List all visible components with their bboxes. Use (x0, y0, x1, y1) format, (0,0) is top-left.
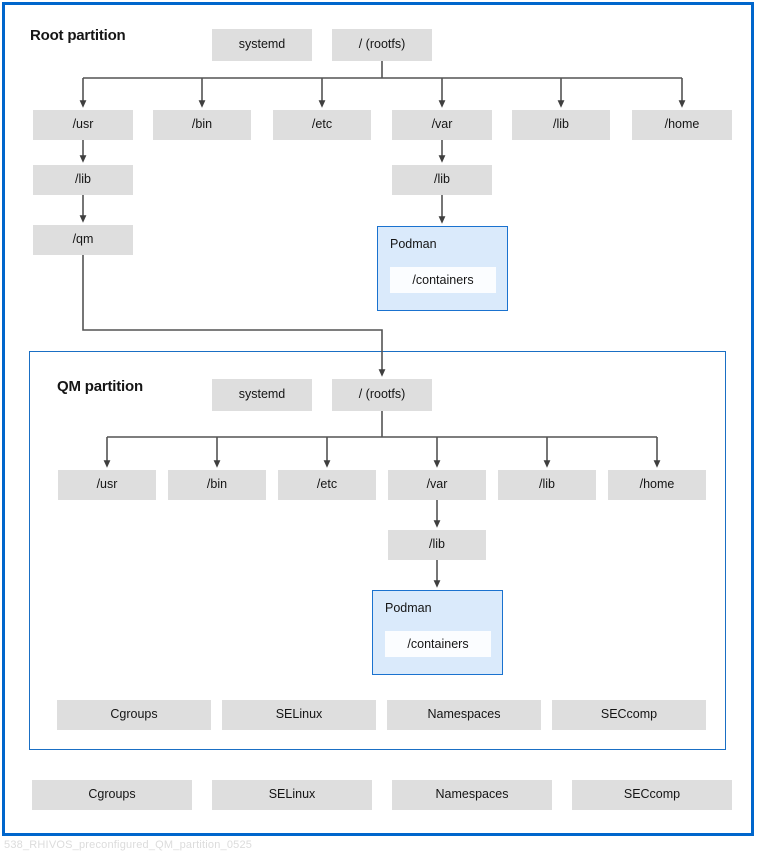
outer-frame (2, 2, 754, 836)
root-podman-label: Podman (390, 237, 437, 251)
qm-partition-title: QM partition (57, 378, 143, 395)
qm-containers-node: /containers (385, 631, 491, 657)
qm-dir-etc: /etc (278, 470, 376, 500)
qm-node-rootfs: / (rootfs) (332, 379, 432, 411)
qm-dir-lib: /lib (498, 470, 596, 500)
qm-security-seccomp: SECcomp (552, 700, 706, 730)
host-security-selinux: SELinux (212, 780, 372, 810)
root-usr-chain-qm: /qm (33, 225, 133, 255)
root-partition-title: Root partition (30, 27, 126, 44)
qm-node-systemd: systemd (212, 379, 312, 411)
root-dir-home: /home (632, 110, 732, 140)
host-security-cgroups: Cgroups (32, 780, 192, 810)
root-dir-etc: /etc (273, 110, 371, 140)
qm-security-cgroups: Cgroups (57, 700, 211, 730)
root-var-chain-lib: /lib (392, 165, 492, 195)
qm-dir-bin: /bin (168, 470, 266, 500)
root-dir-usr: /usr (33, 110, 133, 140)
root-node-systemd: systemd (212, 29, 312, 61)
qm-var-chain-lib: /lib (388, 530, 486, 560)
qm-dir-var: /var (388, 470, 486, 500)
root-dir-lib: /lib (512, 110, 610, 140)
qm-dir-home: /home (608, 470, 706, 500)
root-dir-var: /var (392, 110, 492, 140)
host-security-seccomp: SECcomp (572, 780, 732, 810)
root-containers-node: /containers (390, 267, 496, 293)
footer-caption: 538_RHIVOS_preconfigured_QM_partition_05… (4, 839, 253, 851)
root-usr-chain-lib: /lib (33, 165, 133, 195)
host-security-namespaces: Namespaces (392, 780, 552, 810)
qm-security-selinux: SELinux (222, 700, 376, 730)
root-node-rootfs: / (rootfs) (332, 29, 432, 61)
qm-security-namespaces: Namespaces (387, 700, 541, 730)
qm-dir-usr: /usr (58, 470, 156, 500)
root-dir-bin: /bin (153, 110, 251, 140)
qm-podman-label: Podman (385, 601, 432, 615)
